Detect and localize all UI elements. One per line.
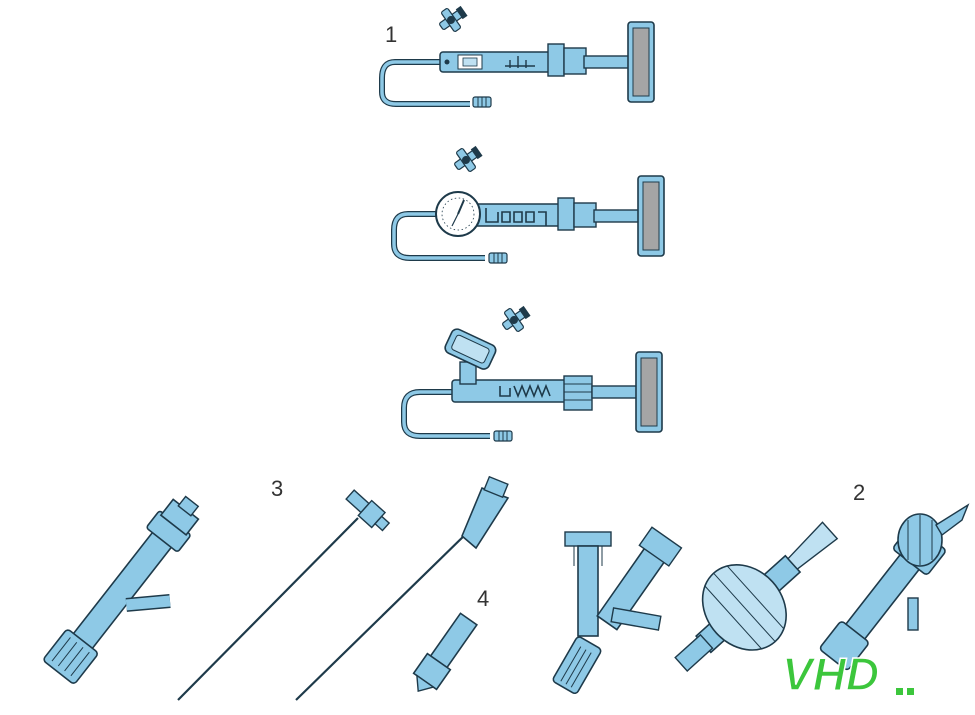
stopcock-icon [496,300,535,338]
plunger-handle-icon [591,351,663,433]
label-1: 1 [385,22,398,47]
vhd-logo: VHD [781,647,914,701]
label-4: 4 [477,586,490,611]
stopcock-icon [433,0,472,38]
insertion-tool [412,612,478,693]
stopcock-icon [448,140,487,178]
label-2: 2 [853,480,866,505]
y-connector-middle [552,526,683,695]
plunger-handle-icon [593,175,665,257]
y-connector-left [43,495,200,684]
inflation-device-gauge [391,140,665,264]
label-3: 3 [271,476,284,501]
luer-connector-icon [493,430,513,442]
y-connector-right [819,503,970,671]
luer-connector-icon [472,96,492,108]
torque-device [295,475,510,701]
inflation-device-angled-gauge [401,300,663,442]
plunger-handle-icon [583,21,655,103]
logo-text: VHD [782,648,879,700]
inflation-device-digital [379,0,655,108]
hemostasis-valve [674,521,839,672]
guidewire-introducer [177,489,391,701]
luer-connector-icon [488,252,508,264]
